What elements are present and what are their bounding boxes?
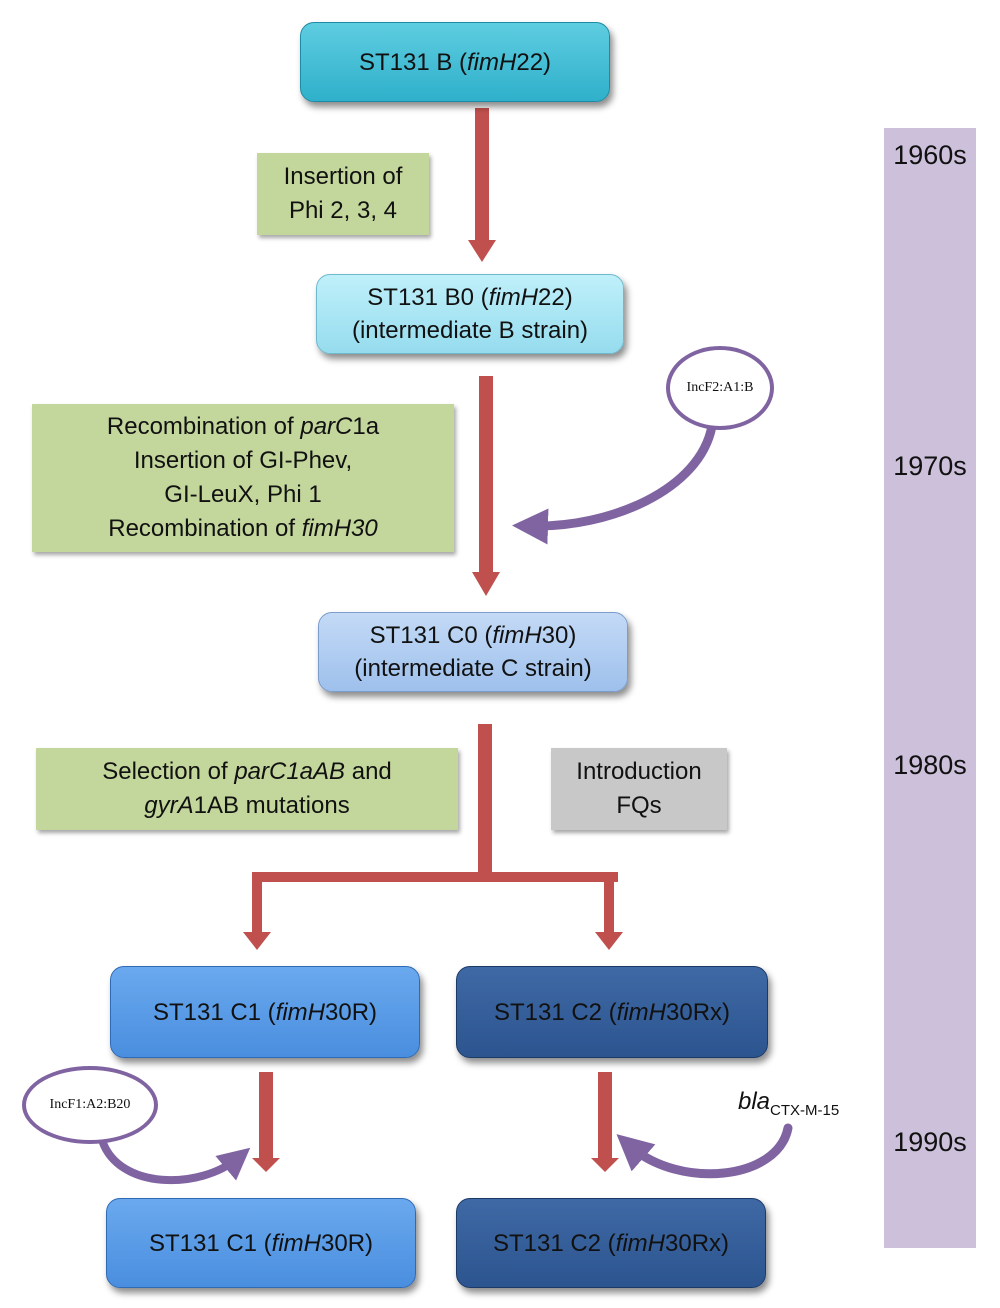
flow-arrow-c0-split <box>243 724 623 950</box>
plasmid-incf2: IncF2:A1:B <box>666 346 774 430</box>
node-st131-c1-top: ST131 C1 (fimH30R) <box>110 966 420 1058</box>
flow-arrow-c1 <box>252 1072 280 1172</box>
node-st131-c2-top: ST131 C2 (fimH30Rx) <box>456 966 768 1058</box>
node-st131-c0: ST131 C0 (fimH30) (intermediate C strain… <box>318 612 628 692</box>
flow-arrow-c2 <box>591 1072 619 1172</box>
plasmid-arrow-incf1 <box>98 1136 251 1185</box>
note-fq-introduction: Introduction FQs <box>551 748 727 830</box>
node-st131-c1-bottom: ST131 C1 (fimH30R) <box>106 1198 416 1288</box>
node-st131-b0: ST131 B0 (fimH22) (intermediate B strain… <box>316 274 624 354</box>
flow-arrow-b0-to-c0 <box>472 376 500 596</box>
flow-arrow-b-to-b0 <box>468 108 496 262</box>
plasmid-arrow-bla <box>616 1123 793 1179</box>
era-label-1970s: 1970s <box>893 451 967 481</box>
era-label-1980s: 1980s <box>893 750 967 780</box>
note-recombination: Recombination of parC1a Insertion of GI-… <box>32 404 454 552</box>
node-st131-c2-bottom: ST131 C2 (fimH30Rx) <box>456 1198 766 1288</box>
note-selection-mutations: Selection of parC1aAB and gyrA1AB mutati… <box>36 748 458 830</box>
node-st131-b: ST131 B (fimH22) <box>300 22 610 102</box>
plasmid-arrow-incf2 <box>512 421 717 545</box>
gene-bla-ctx-m-15: blaCTX-M-15 <box>738 1088 840 1119</box>
plasmid-incf1: IncF1:A2:B20 <box>22 1066 158 1144</box>
era-label-1990s: 1990s <box>893 1127 967 1157</box>
note-phi-insertion: Insertion of Phi 2, 3, 4 <box>257 153 429 235</box>
timeline-bar <box>884 128 976 1248</box>
era-label-1960s: 1960s <box>893 140 967 170</box>
